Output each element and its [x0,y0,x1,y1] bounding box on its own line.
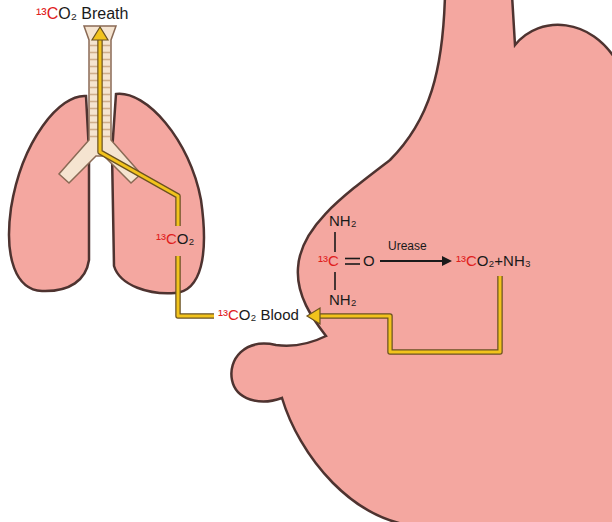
amine-group: NH₂ [329,291,357,308]
amine-group: NH₂ [329,212,357,229]
oxygen-atom: O [363,252,375,269]
lung-label: ¹³CO₂ [156,230,194,247]
formula-text: NH₂ [329,212,357,229]
left-lung [9,96,89,291]
formula-text: O [363,252,375,269]
isotope-carbon: ¹³C [456,252,477,269]
carbon-atom: ¹³C [318,252,339,269]
product-label: ¹³CO₂+NH₃ [456,252,531,269]
formula-text: O₂+NH₃ [477,252,531,269]
formula-text: Urease [388,240,427,254]
stomach-outline [231,0,612,522]
formula-text: O₂ Blood [239,306,299,323]
isotope-carbon: ¹³C [218,306,239,323]
blood-label: ¹³CO₂ Blood [218,306,299,323]
arrowhead [307,308,320,324]
isotope-carbon: ¹³C [36,5,58,23]
formula-text: O₂ Breath [58,5,128,23]
arrowhead [92,27,108,40]
formula-text: O₂ [177,230,195,247]
right-lung [112,94,204,293]
isotope-carbon: ¹³C [156,230,177,247]
isotope-carbon: ¹³C [318,252,339,269]
formula-text: NH₂ [329,291,357,308]
stomach [231,0,612,522]
reaction-arrow [380,260,444,262]
co2-pathway [100,36,500,352]
breath-label: ¹³CO₂ Breath [36,5,128,23]
enzyme-label: Urease [388,240,427,254]
arrowhead [442,256,452,266]
